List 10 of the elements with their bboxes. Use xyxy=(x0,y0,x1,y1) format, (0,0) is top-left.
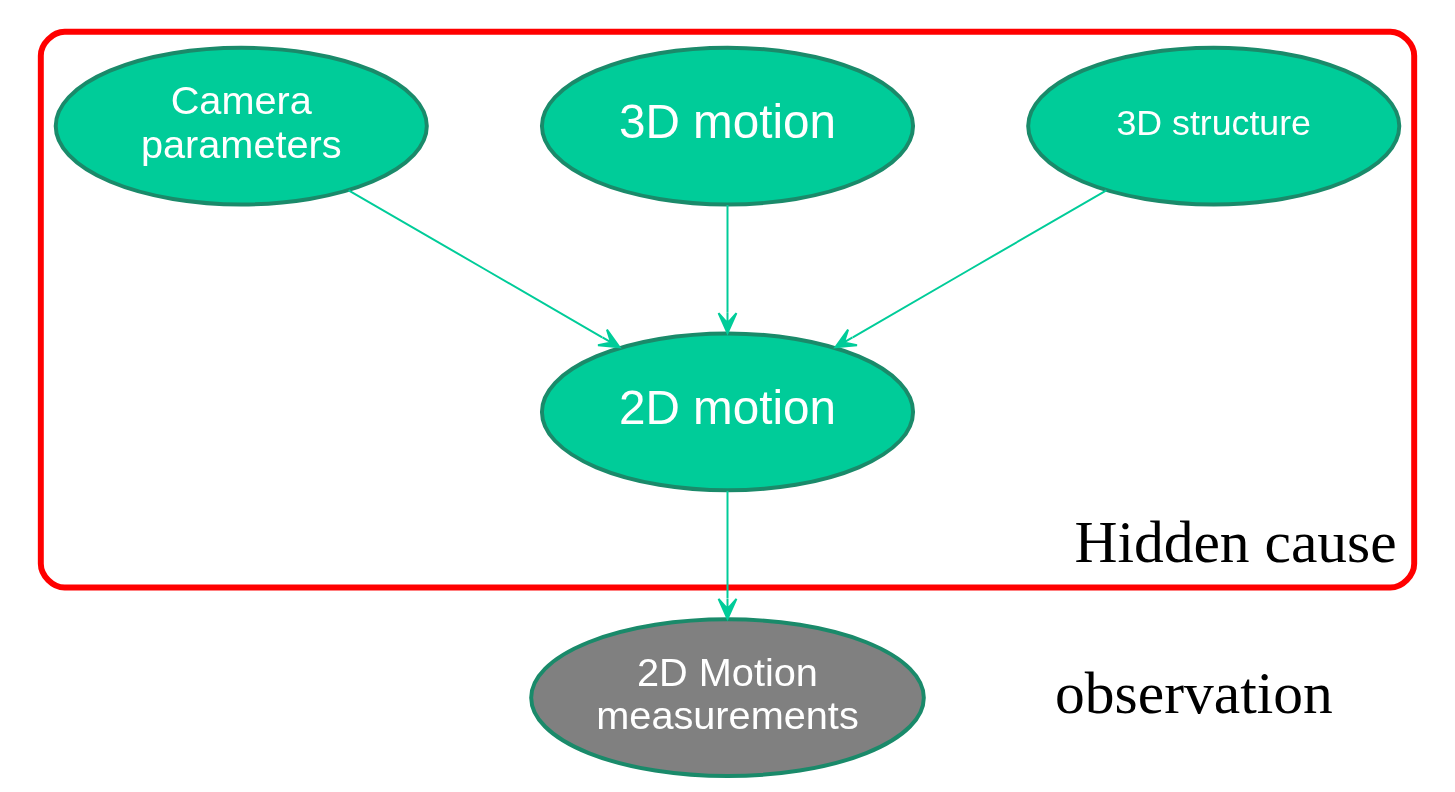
label: observation xyxy=(1055,659,1333,726)
node-ellipse: 3D motion xyxy=(539,45,916,207)
node-ellipse: Camera parameters xyxy=(53,45,429,207)
arrow xyxy=(717,489,738,620)
arrow xyxy=(717,204,738,334)
arrow xyxy=(834,189,1108,349)
node-ellipse: 3D structure xyxy=(1026,45,1402,207)
arrow xyxy=(347,189,621,349)
node-ellipse: 2D Motion measurements xyxy=(529,617,926,779)
node-ellipse: 2D motion xyxy=(539,331,916,493)
